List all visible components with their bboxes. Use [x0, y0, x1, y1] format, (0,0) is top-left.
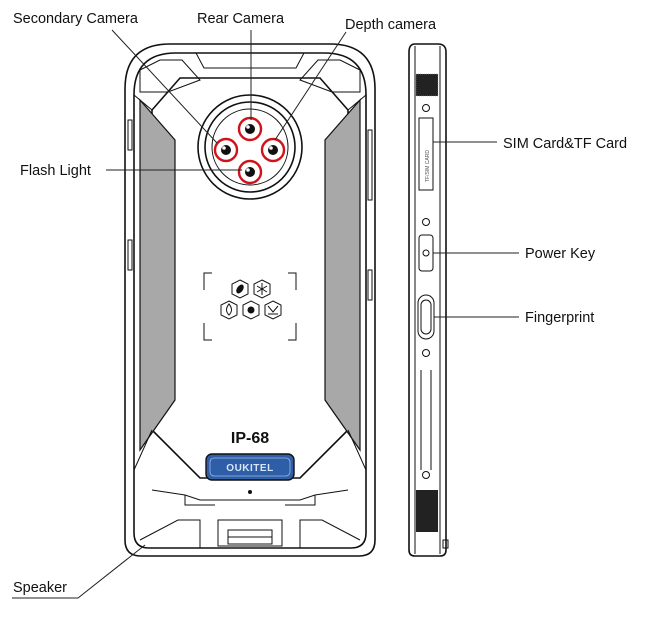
drop-icon — [220, 300, 238, 320]
flash-light — [237, 159, 263, 185]
sun-icon — [242, 300, 260, 320]
brand-badge: OUKITEL — [205, 453, 295, 481]
label-secondary-camera: Secondary Camera — [13, 11, 139, 27]
sim-tray-label: TF/SIM CARD — [425, 150, 431, 182]
label-rear-camera: Rear Camera — [197, 11, 285, 27]
secondary-camera-lens — [213, 137, 239, 163]
callout-lines — [12, 29, 519, 599]
phone-back-view: IP-68 OUKITEL — [124, 43, 376, 557]
feature-icons — [203, 272, 297, 341]
label-fingerprint: Fingerprint — [525, 310, 594, 326]
label-flash-light: Flash Light — [20, 163, 91, 179]
phone-side-view: TF/SIM CARD — [408, 43, 449, 557]
label-depth-camera: Depth camera — [345, 17, 437, 33]
label-power-key: Power Key — [525, 246, 596, 262]
brand-logo: OUKITEL — [226, 463, 273, 474]
shock-icon — [264, 300, 282, 320]
speaker — [217, 519, 283, 547]
label-speaker: Speaker — [13, 580, 67, 596]
snowflake-icon — [253, 279, 271, 299]
rear-camera-lens — [237, 116, 263, 142]
label-sim-card: SIM Card&TF Card — [503, 136, 627, 152]
sim-card-tray: TF/SIM CARD — [418, 117, 434, 191]
ip-rating: IP-68 — [231, 430, 269, 447]
leaf-icon — [231, 279, 249, 299]
depth-camera-lens — [260, 137, 286, 163]
camera-module — [197, 94, 303, 200]
